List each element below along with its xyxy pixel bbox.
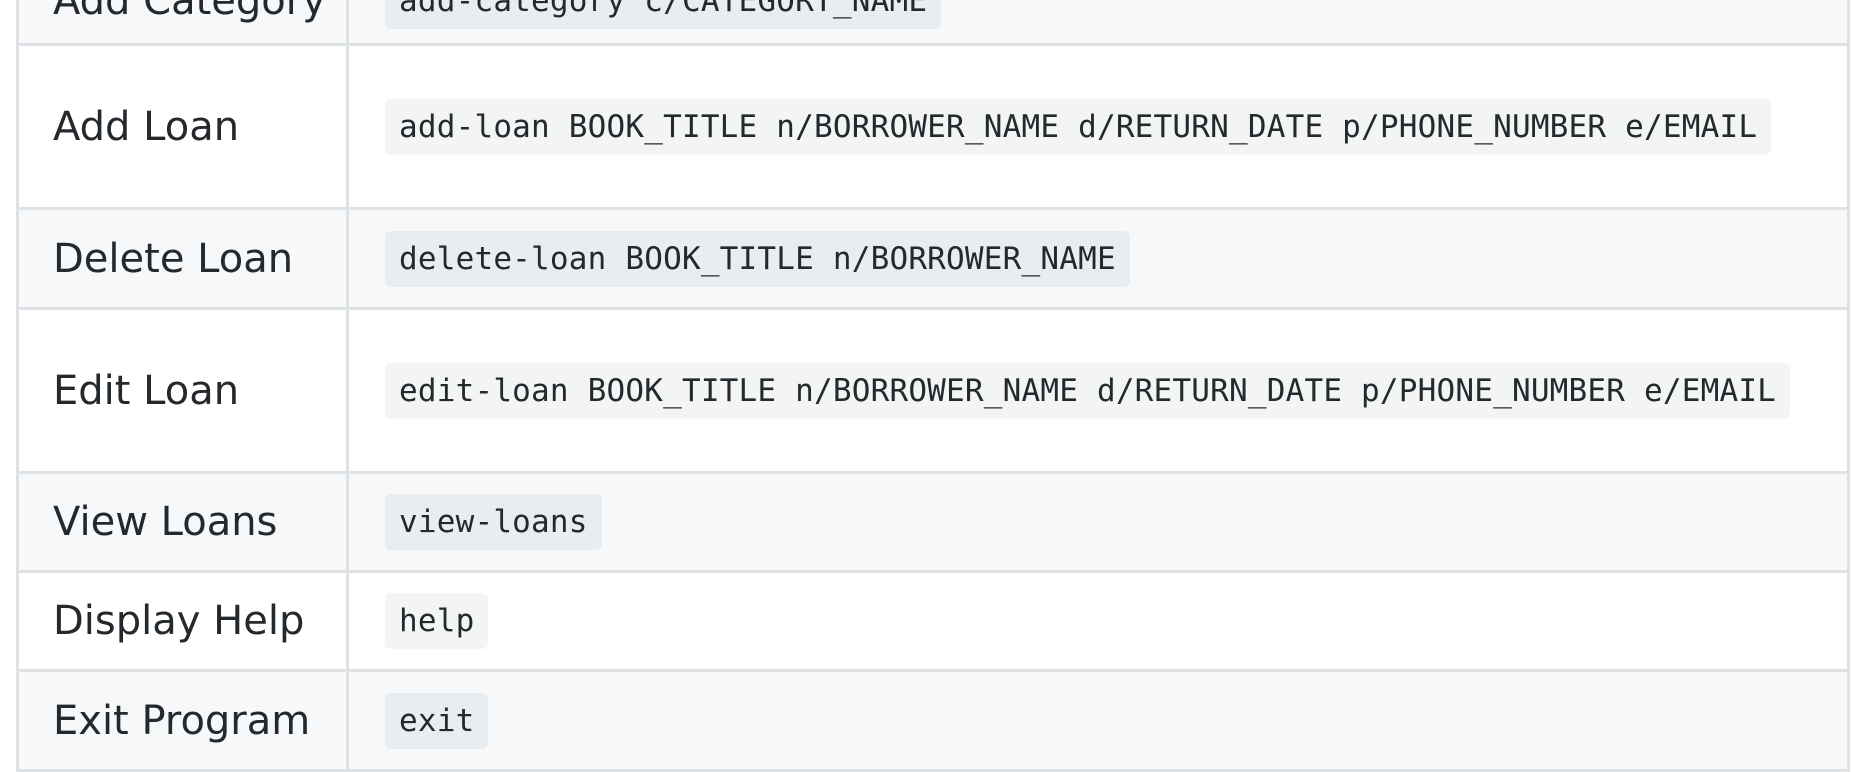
command-format: help xyxy=(385,593,489,649)
action-label: Edit Loan xyxy=(53,367,240,414)
format-cell: add-loan BOOK_TITLE n/BORROWER_NAME d/RE… xyxy=(346,43,1850,210)
table-row: Add Loan add-loan BOOK_TITLE n/BORROWER_… xyxy=(16,43,1850,210)
command-format: exit xyxy=(385,692,489,749)
action-cell: Edit Loan xyxy=(16,307,349,474)
format-cell: edit-loan BOOK_TITLE n/BORROWER_NAME d/R… xyxy=(346,307,1850,474)
action-cell: Delete Loan xyxy=(16,207,349,310)
table-row: Display Help help xyxy=(16,570,1850,672)
action-label: View Loans xyxy=(53,499,278,545)
action-cell: View Loans xyxy=(16,471,349,573)
action-cell: Add Category xyxy=(16,0,349,46)
command-format: delete-loan BOOK_TITLE n/BORROWER_NAME xyxy=(385,230,1130,287)
action-cell: Add Loan xyxy=(16,43,349,210)
table-row: View Loans view-loans xyxy=(16,471,1850,573)
action-label: Add Category xyxy=(53,0,326,24)
table-row: Edit Loan edit-loan BOOK_TITLE n/BORROWE… xyxy=(16,307,1850,474)
command-format: add-category c/CATEGORY_NAME xyxy=(385,0,942,29)
table-row: Add Category add-category c/CATEGORY_NAM… xyxy=(16,0,1850,46)
command-format: view-loans xyxy=(385,494,602,550)
format-cell: delete-loan BOOK_TITLE n/BORROWER_NAME xyxy=(346,207,1850,310)
action-label: Add Loan xyxy=(53,103,240,150)
table-row: Delete Loan delete-loan BOOK_TITLE n/BOR… xyxy=(16,207,1850,310)
action-label: Delete Loan xyxy=(53,235,294,282)
format-cell: exit xyxy=(346,669,1850,772)
action-label: Display Help xyxy=(53,598,305,644)
format-cell: help xyxy=(346,570,1850,672)
command-format: edit-loan BOOK_TITLE n/BORROWER_NAME d/R… xyxy=(385,362,1791,419)
table-row: Exit Program exit xyxy=(16,669,1850,772)
action-label: Exit Program xyxy=(53,697,311,744)
format-cell: add-category c/CATEGORY_NAME xyxy=(346,0,1850,46)
command-summary-table: Add Category add-category c/CATEGORY_NAM… xyxy=(16,0,1850,772)
action-cell: Exit Program xyxy=(16,669,349,772)
action-cell: Display Help xyxy=(16,570,349,672)
command-format: add-loan BOOK_TITLE n/BORROWER_NAME d/RE… xyxy=(385,98,1772,155)
format-cell: view-loans xyxy=(346,471,1850,573)
